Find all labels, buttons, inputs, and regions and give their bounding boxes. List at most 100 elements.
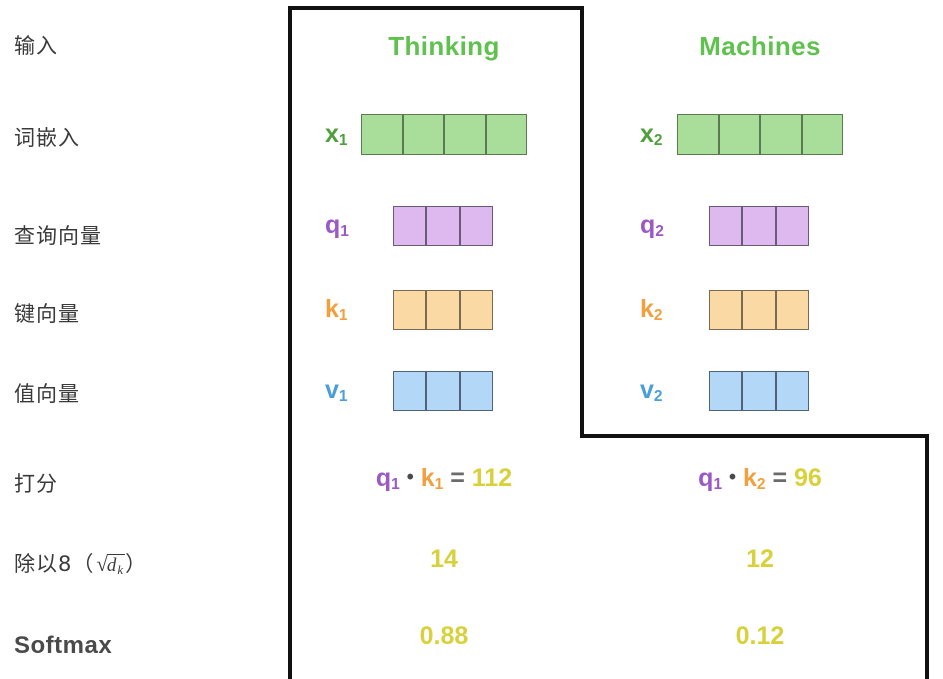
divide-thinking: 14 [430, 545, 458, 573]
vector-cell [393, 371, 427, 411]
score-key-base: k [742, 464, 757, 492]
vector-label-subscript: 1 [340, 222, 349, 240]
score-machines: q1 • k2 = 96 [610, 464, 910, 493]
vector-cell [459, 371, 493, 411]
vector-box-value-machines [709, 371, 809, 411]
divide-machines: 12 [746, 545, 774, 573]
vector-box-embedding-machines [677, 114, 843, 155]
vector-cell [718, 114, 760, 155]
score-value: 96 [794, 464, 822, 492]
vector-cell [485, 114, 527, 155]
vector-label-embedding-machines: x2 [640, 119, 663, 149]
score-key-token: k1 [420, 464, 444, 493]
vector-cell [775, 290, 809, 330]
vector-cell [742, 290, 776, 330]
score-key-subscript: 2 [756, 475, 766, 493]
stage-label-0: 输入 [14, 34, 58, 58]
score-dot-operator: • [729, 466, 737, 489]
vector-cell [709, 290, 743, 330]
score-query-base: q [375, 464, 392, 492]
score-key-token: k2 [742, 464, 766, 493]
score-key-base: k [420, 464, 435, 492]
vector-label-value-machines: v2 [640, 376, 663, 405]
score-value: 112 [471, 464, 513, 492]
vector-cell [393, 290, 427, 330]
frame-step-top [580, 434, 929, 438]
score-equals-sign: = [772, 464, 788, 492]
vector-label-query-thinking: q1 [325, 211, 349, 240]
stage-label-1: 词嵌入 [14, 126, 80, 150]
vector-label-subscript: 1 [338, 306, 348, 324]
vector-box-key-machines [709, 290, 809, 330]
stage-label-5: 打分 [14, 472, 58, 496]
vector-cell [775, 371, 809, 411]
vector-label-base: x [640, 119, 654, 148]
vector-box-key-thinking [393, 290, 493, 330]
vector-cell [426, 371, 460, 411]
vector-cell [709, 371, 743, 411]
vector-cell [459, 290, 493, 330]
score-dot-operator: • [406, 466, 414, 489]
vector-label-base: v [640, 376, 654, 404]
sqrt-dk-expression: √dk [94, 552, 126, 578]
vector-cell [444, 114, 486, 155]
score-thinking: q1 • k1 = 112 [294, 464, 594, 493]
frame-top-left [288, 6, 584, 10]
vector-cell [760, 114, 802, 155]
vector-label-subscript: 1 [338, 131, 348, 149]
column-title-thinking: Thinking [388, 31, 500, 61]
vector-cell [775, 206, 809, 246]
vector-box-value-thinking [393, 371, 493, 411]
sqrt-symbol: √ [96, 552, 109, 576]
stage-label-divide-by-8: 除以8（√dk） [14, 548, 147, 578]
frame-left [288, 6, 292, 679]
vector-box-embedding-thinking [361, 114, 527, 155]
vector-label-base: v [325, 376, 339, 404]
vector-label-base: k [640, 295, 654, 323]
vector-cell [801, 114, 843, 155]
sqrt-radicand: dk [106, 554, 126, 578]
stage-label-2: 查询向量 [14, 224, 102, 248]
vector-label-base: q [640, 211, 656, 239]
radicand-d: d [106, 555, 118, 576]
vector-label-key-thinking: k1 [325, 295, 348, 324]
softmax-machines: 0.12 [735, 622, 785, 650]
divide-label-open-paren: （ [72, 552, 95, 576]
softmax-thinking: 0.88 [419, 622, 469, 650]
vector-label-base: x [325, 119, 339, 148]
vector-label-base: q [325, 211, 341, 239]
vector-cell [426, 290, 460, 330]
vector-cell [677, 114, 719, 155]
score-query-token: q1 [375, 464, 400, 493]
vector-cell [742, 371, 776, 411]
vector-label-base: k [325, 295, 339, 323]
vector-box-query-machines [709, 206, 809, 246]
vector-label-subscript: 2 [653, 306, 663, 324]
vector-cell [361, 114, 403, 155]
vector-label-subscript: 2 [655, 222, 664, 240]
stage-label-4: 值向量 [14, 382, 80, 406]
radicand-subscript-k: k [117, 561, 125, 577]
vector-label-subscript: 2 [653, 131, 663, 149]
score-query-base: q [698, 464, 714, 492]
vector-cell [393, 206, 427, 246]
score-query-token: q1 [698, 464, 723, 493]
vector-cell [742, 206, 776, 246]
divide-label-prefix: 除以8 [14, 552, 73, 576]
frame-right [925, 434, 929, 679]
vector-label-embedding-thinking: x1 [325, 119, 348, 149]
column-title-machines: Machines [699, 31, 821, 61]
vector-cell [426, 206, 460, 246]
frame-upper-right [580, 6, 584, 438]
vector-label-subscript: 1 [338, 387, 348, 405]
stage-label-6: Softmax [14, 632, 113, 659]
vector-cell [459, 206, 493, 246]
score-equals-sign: = [450, 464, 465, 492]
vector-label-query-machines: q2 [640, 211, 664, 240]
divide-label-close-paren: ） [125, 552, 148, 576]
score-query-subscript: 1 [713, 475, 723, 493]
vector-box-query-thinking [393, 206, 493, 246]
vector-label-value-thinking: v1 [325, 376, 348, 405]
vector-label-subscript: 2 [653, 387, 663, 405]
